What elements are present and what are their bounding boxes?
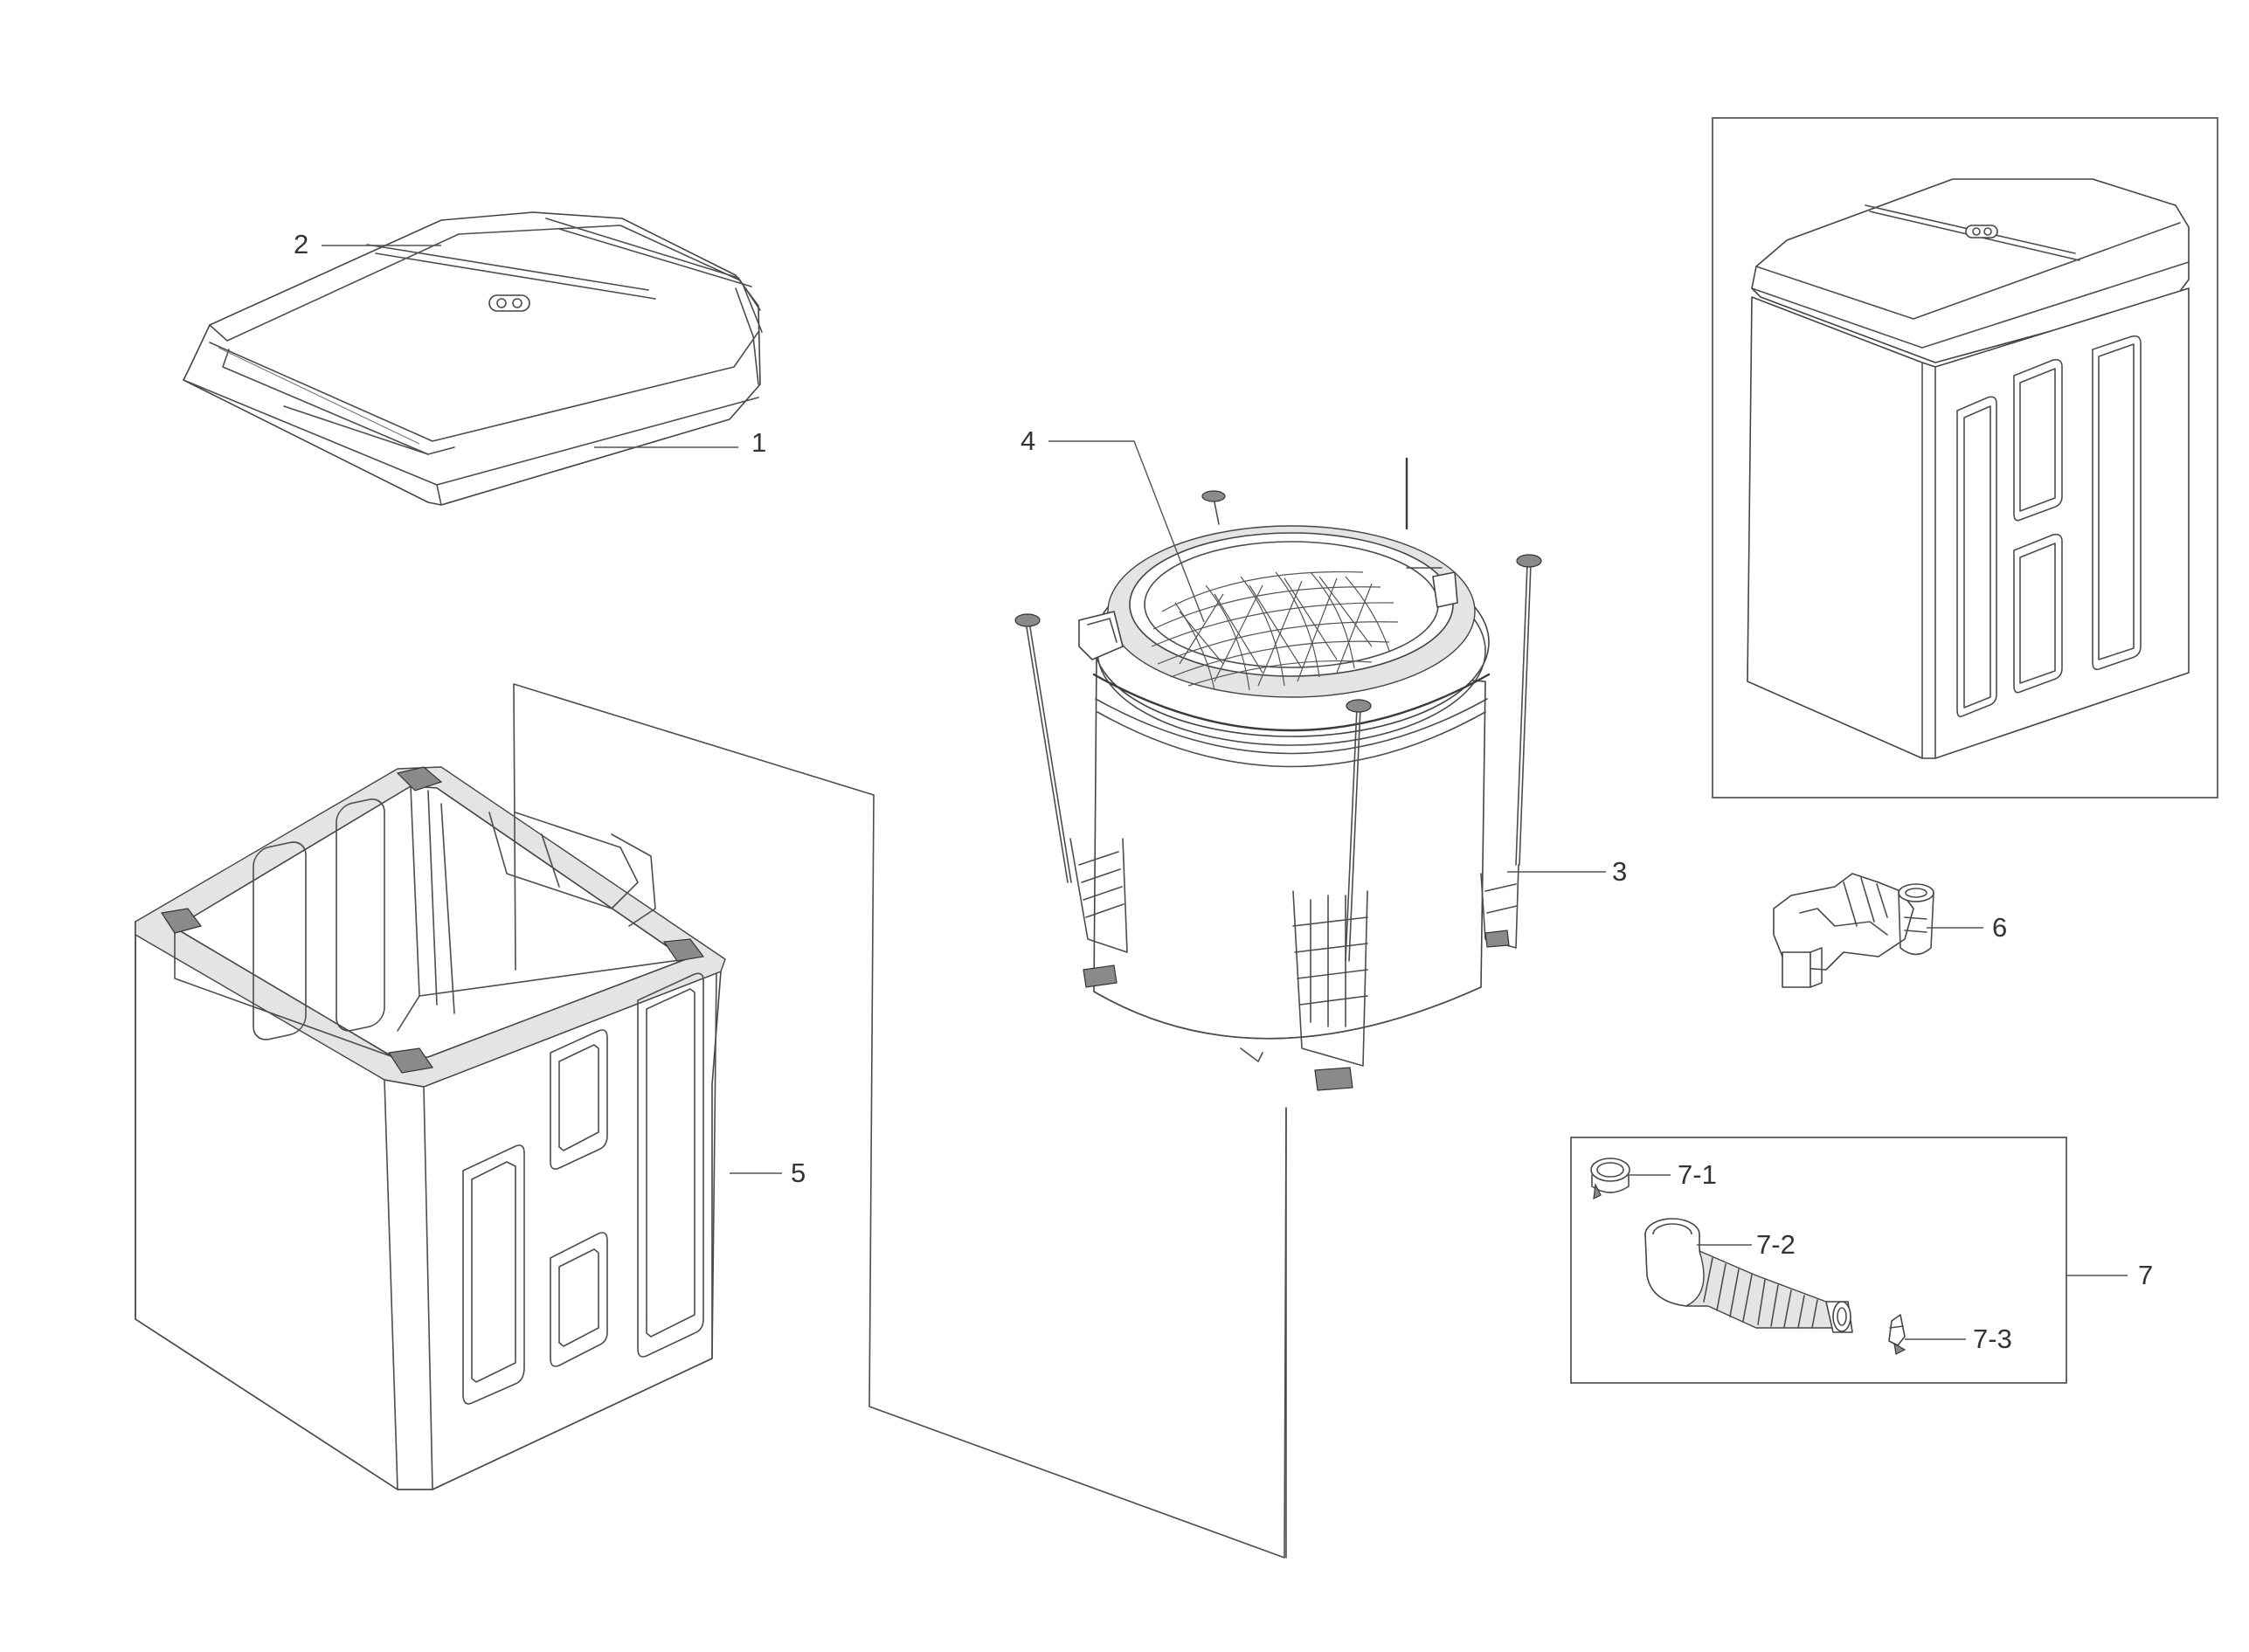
callout-4: 4 (1021, 425, 1035, 456)
drain-hose-7-2 (1644, 1218, 1853, 1333)
tub-assembly (1014, 457, 1542, 1091)
leader-lines (322, 245, 2128, 1340)
callout-7-1: 7-1 (1678, 1159, 1717, 1190)
callout-labels: 1 2 3 4 5 6 7 7-1 7-2 7-3 (294, 229, 2153, 1354)
basket-mesh (1151, 570, 1399, 691)
callout-7-3: 7-3 (1973, 1324, 2012, 1354)
callout-3: 3 (1612, 856, 1627, 887)
hose-clamp-7-1 (1590, 1158, 1630, 1200)
assembled-washer-reference (1712, 117, 2218, 798)
projection-lines (513, 683, 1287, 1559)
cabinet (135, 766, 726, 1490)
bottom-brackets (1069, 838, 1519, 1091)
lid-assembly (183, 211, 763, 506)
callout-5: 5 (791, 1158, 806, 1188)
callout-2: 2 (294, 229, 308, 259)
callout-7: 7 (2138, 1260, 2153, 1290)
drain-pump-part (1773, 873, 1934, 988)
callout-6: 6 (1992, 912, 2007, 943)
hose-kit (1570, 1137, 2067, 1384)
callout-1: 1 (751, 427, 766, 458)
callout-7-2: 7-2 (1756, 1229, 1796, 1260)
hose-clip-7-3 (1888, 1314, 1906, 1355)
